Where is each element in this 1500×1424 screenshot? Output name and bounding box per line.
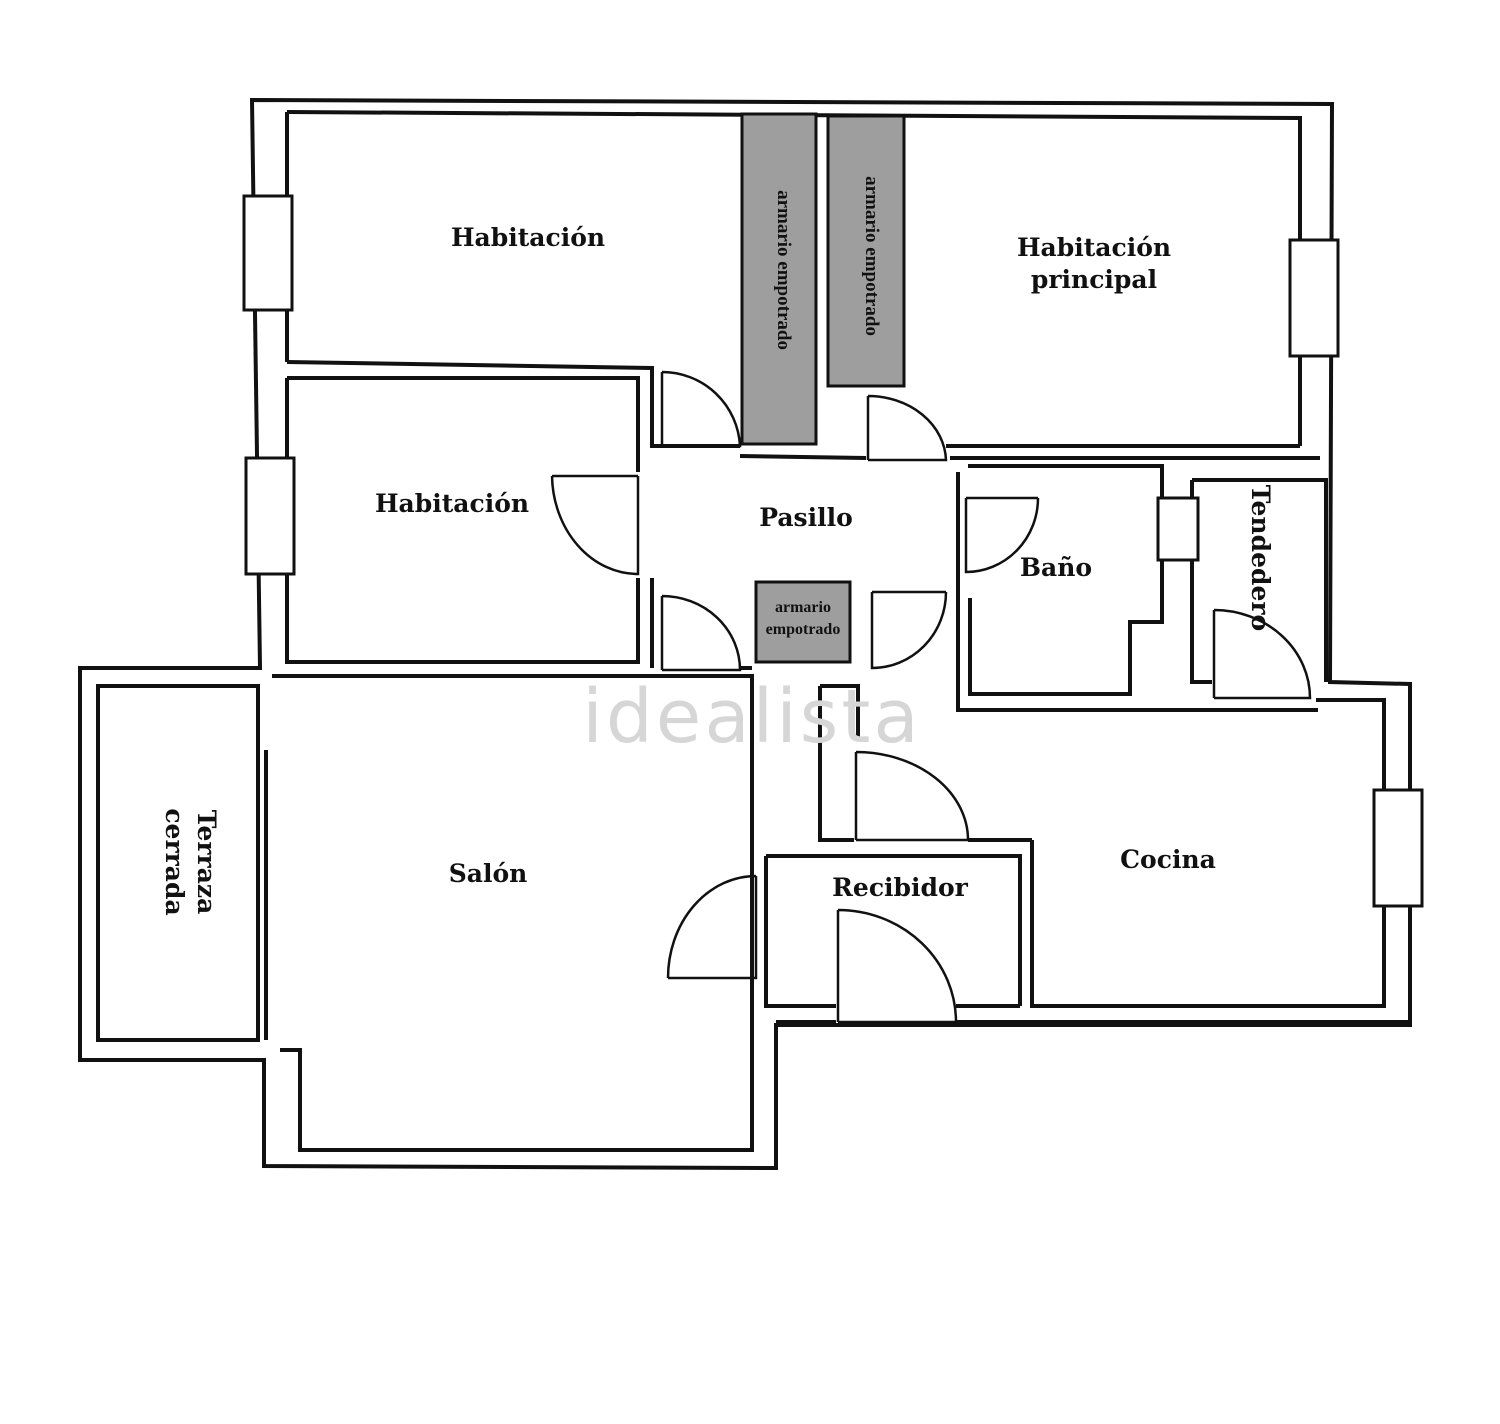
label-pasillo: Pasillo <box>759 503 853 532</box>
window-habitacion-1 <box>242 194 294 312</box>
door-corridor-right <box>870 590 948 670</box>
door-tendedero <box>1212 608 1312 700</box>
closets <box>740 112 906 664</box>
label-terraza-2: cerrada <box>160 808 189 915</box>
label-armario-1: armario empotrado <box>773 190 794 350</box>
interior-walls <box>285 360 1410 1024</box>
closet-2 <box>826 114 906 388</box>
label-habitacion-principal-1: Habitación <box>1017 233 1171 262</box>
label-bano: Baño <box>1020 553 1092 582</box>
label-habitacion-1: Habitación <box>451 223 605 252</box>
door-habitacion-principal <box>866 394 948 462</box>
watermark-logo: idealista <box>582 674 921 760</box>
windows <box>242 194 1424 908</box>
label-tendedero: Tendedero <box>1246 485 1275 631</box>
label-habitacion-2: Habitación <box>375 489 529 518</box>
label-terraza-1: Terraza <box>192 810 221 915</box>
window-bano <box>1156 496 1200 562</box>
doors <box>550 370 1312 1024</box>
closet-1 <box>740 112 818 446</box>
closet-3 <box>754 580 852 664</box>
door-entrada <box>836 908 958 1024</box>
label-cocina: Cocina <box>1120 845 1216 874</box>
door-habitacion-2 <box>550 474 640 576</box>
room-labels: Habitación Habitación principal Habitaci… <box>160 176 1275 916</box>
window-habitacion-principal <box>1288 238 1340 358</box>
window-habitacion-2 <box>244 456 296 576</box>
label-armario-3-line2: empotrado <box>766 621 841 638</box>
label-armario-2: armario empotrado <box>861 176 882 336</box>
door-bano <box>964 496 1040 574</box>
window-cocina <box>1372 788 1424 908</box>
label-habitacion-principal-2: principal <box>1031 265 1157 294</box>
label-salon: Salón <box>449 859 528 888</box>
door-salon <box>666 874 758 980</box>
door-cocina <box>854 750 970 842</box>
door-habitacion-1 <box>660 370 742 448</box>
label-armario-3-line1: armario <box>775 599 831 616</box>
door-corridor-left <box>660 594 742 672</box>
label-recibidor: Recibidor <box>832 873 969 902</box>
